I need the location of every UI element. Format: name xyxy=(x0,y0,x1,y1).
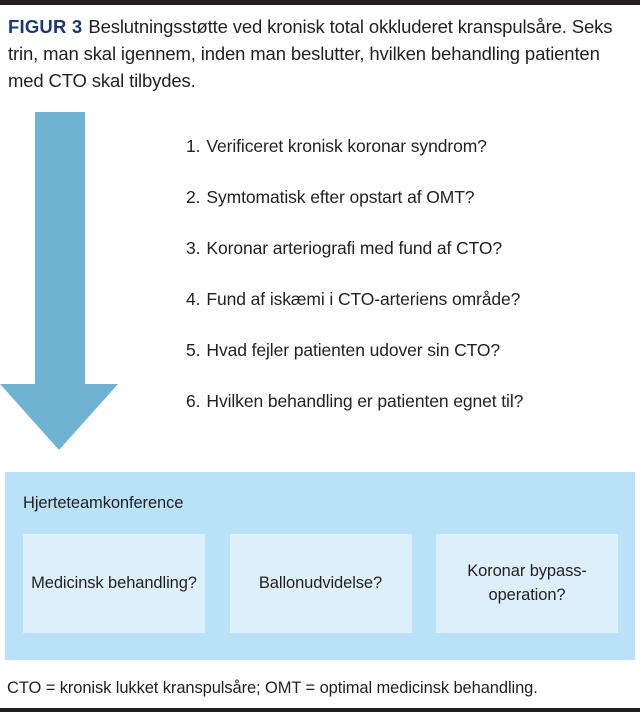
step-number: 3. xyxy=(186,238,201,258)
option-label: Medicinsk behandling? xyxy=(31,573,197,592)
down-arrow-icon xyxy=(0,112,125,457)
step-text: Hvad fejler patienten udover sin CTO? xyxy=(206,340,501,360)
option-box-ballonudvidelse: Ballonudvidelse? xyxy=(229,534,412,633)
top-divider-rule xyxy=(0,0,640,5)
steps-list: 1. Verificeret kronisk koronar syndrom? … xyxy=(186,136,616,442)
option-label: Ballonudvidelse? xyxy=(258,573,383,592)
panel-title: Hjerteteamkonference xyxy=(23,494,184,512)
treatment-options-row: Medicinsk behandling? Ballonudvidelse? K… xyxy=(23,534,618,633)
option-box-medicinsk: Medicinsk behandling? xyxy=(23,534,205,633)
step-text: Verificeret kronisk koronar syndrom? xyxy=(206,136,487,156)
step-number: 1. xyxy=(186,136,201,156)
option-label: Koronar bypass-operation? xyxy=(467,561,587,604)
step-text: Hvilken behandling er patienten egnet ti… xyxy=(206,391,524,411)
figure-footnote: CTO = kronisk lukket kranspulsåre; OMT =… xyxy=(7,679,538,697)
step-number: 4. xyxy=(186,289,201,309)
figure-caption-text: Beslutningsstøtte ved kronisk total okkl… xyxy=(8,16,613,91)
figure-label: FIGUR 3 xyxy=(8,16,83,37)
list-item: 4. Fund af iskæmi i CTO-arteriens område… xyxy=(186,289,616,340)
step-text: Fund af iskæmi i CTO-arteriens område? xyxy=(206,289,521,309)
step-text: Koronar arteriografi med fund af CTO? xyxy=(206,238,502,258)
list-item: 2. Symtomatisk efter opstart af OMT? xyxy=(186,187,616,238)
step-number: 5. xyxy=(186,340,201,360)
step-number: 6. xyxy=(186,391,201,411)
hjerteteam-panel: Hjerteteamkonference Medicinsk behandlin… xyxy=(5,472,635,660)
list-item: 3. Koronar arteriografi med fund af CTO? xyxy=(186,238,616,289)
list-item: 5. Hvad fejler patienten udover sin CTO? xyxy=(186,340,616,391)
list-item: 6. Hvilken behandling er patienten egnet… xyxy=(186,391,616,442)
bottom-divider-rule xyxy=(0,708,640,712)
option-box-bypass: Koronar bypass-operation? xyxy=(436,534,618,633)
step-text: Symtomatisk efter opstart af OMT? xyxy=(206,187,475,207)
list-item: 1. Verificeret kronisk koronar syndrom? xyxy=(186,136,616,187)
step-number: 2. xyxy=(186,187,201,207)
